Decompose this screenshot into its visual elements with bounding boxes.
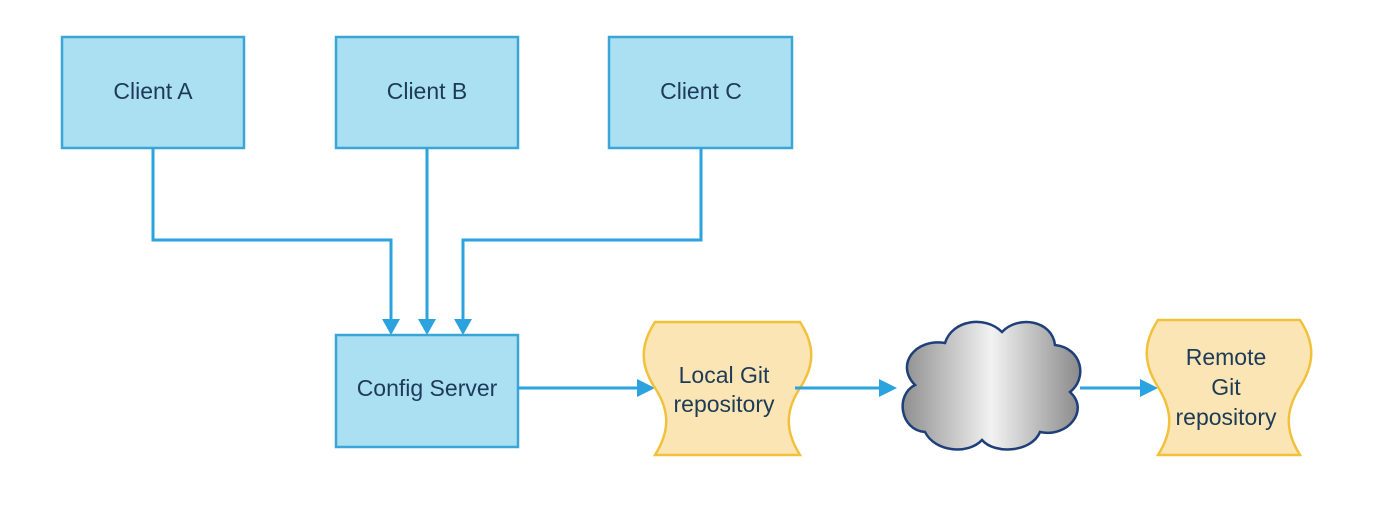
client-c-label: Client C bbox=[660, 78, 742, 104]
remote-repo-label-line3: repository bbox=[1176, 404, 1277, 430]
connector-client-a bbox=[151, 148, 393, 322]
arrowhead-client-a bbox=[382, 319, 400, 335]
arrowhead-client-c bbox=[454, 319, 472, 335]
local-repo-document-shape bbox=[642, 320, 813, 457]
client-c-box: Client C bbox=[607, 35, 794, 150]
arrowhead-cloud bbox=[879, 379, 897, 397]
local-repo-label-line1: Local Git bbox=[679, 362, 770, 388]
client-a-box: Client A bbox=[60, 35, 246, 150]
remote-repo-document-shape bbox=[1145, 318, 1313, 457]
arrowhead-remote-repo bbox=[1140, 379, 1158, 397]
local-repo-label-line2: repository bbox=[674, 391, 775, 417]
client-b-label: Client B bbox=[387, 78, 468, 104]
remote-repo-label-line2: Git bbox=[1211, 374, 1241, 400]
remote-repo-label-line1: Remote bbox=[1186, 344, 1267, 370]
arrowhead-local-repo bbox=[637, 379, 655, 397]
connector-client-c bbox=[461, 148, 703, 322]
config-server-box: Config Server bbox=[334, 333, 520, 449]
arrowhead-client-b bbox=[418, 319, 436, 335]
client-b-box: Client B bbox=[334, 35, 520, 150]
config-server-label: Config Server bbox=[357, 375, 498, 401]
local-git-repository: Local Git repository bbox=[642, 320, 813, 457]
client-a-label: Client A bbox=[113, 78, 193, 104]
remote-git-repository: Remote Git repository bbox=[1145, 318, 1313, 457]
network-cloud-icon bbox=[901, 320, 1082, 451]
